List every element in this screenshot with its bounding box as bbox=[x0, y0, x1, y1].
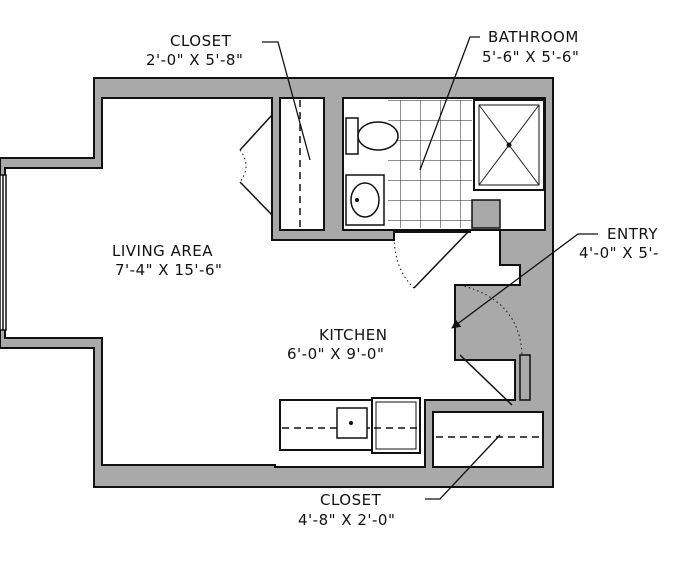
shower-drain bbox=[506, 142, 512, 148]
kitchen-stove bbox=[371, 397, 421, 454]
bathroom-tile-floor bbox=[388, 100, 472, 228]
entry-leader bbox=[451, 233, 598, 329]
left-window bbox=[0, 174, 7, 331]
entry-size: 4'-0" X 5'- bbox=[579, 244, 659, 262]
closet-bottom-room bbox=[432, 411, 544, 468]
entry-door bbox=[459, 284, 531, 406]
closet-bottom-title: CLOSET bbox=[320, 491, 382, 509]
kitchen-title: KITCHEN bbox=[319, 326, 388, 344]
living-area-title: LIVING AREA bbox=[112, 242, 213, 260]
toilet bbox=[345, 117, 399, 155]
kitchen-size: 6'-0" X 9'-0" bbox=[287, 345, 384, 363]
living-area-size: 7'-4" X 15'-6" bbox=[115, 261, 222, 279]
closet-top-doors bbox=[239, 114, 273, 216]
entry-title: ENTRY bbox=[607, 225, 658, 243]
bathroom-door bbox=[393, 231, 469, 289]
closet-bottom-size: 4'-8" X 2'-0" bbox=[298, 511, 395, 529]
bathroom-size: 5'-6" X 5'-6" bbox=[482, 48, 579, 66]
bathroom-sink bbox=[345, 174, 385, 226]
bathroom-leader bbox=[419, 36, 480, 171]
closet-top-leader bbox=[262, 41, 311, 161]
bathroom-title: BATHROOM bbox=[488, 28, 579, 46]
closet-bottom-leader bbox=[425, 434, 501, 500]
living-area-room bbox=[4, 97, 521, 468]
closet-top-title: CLOSET bbox=[170, 32, 232, 50]
closet-top-size: 2'-0" X 5'-8" bbox=[146, 51, 243, 69]
closet-top-room bbox=[279, 97, 325, 231]
